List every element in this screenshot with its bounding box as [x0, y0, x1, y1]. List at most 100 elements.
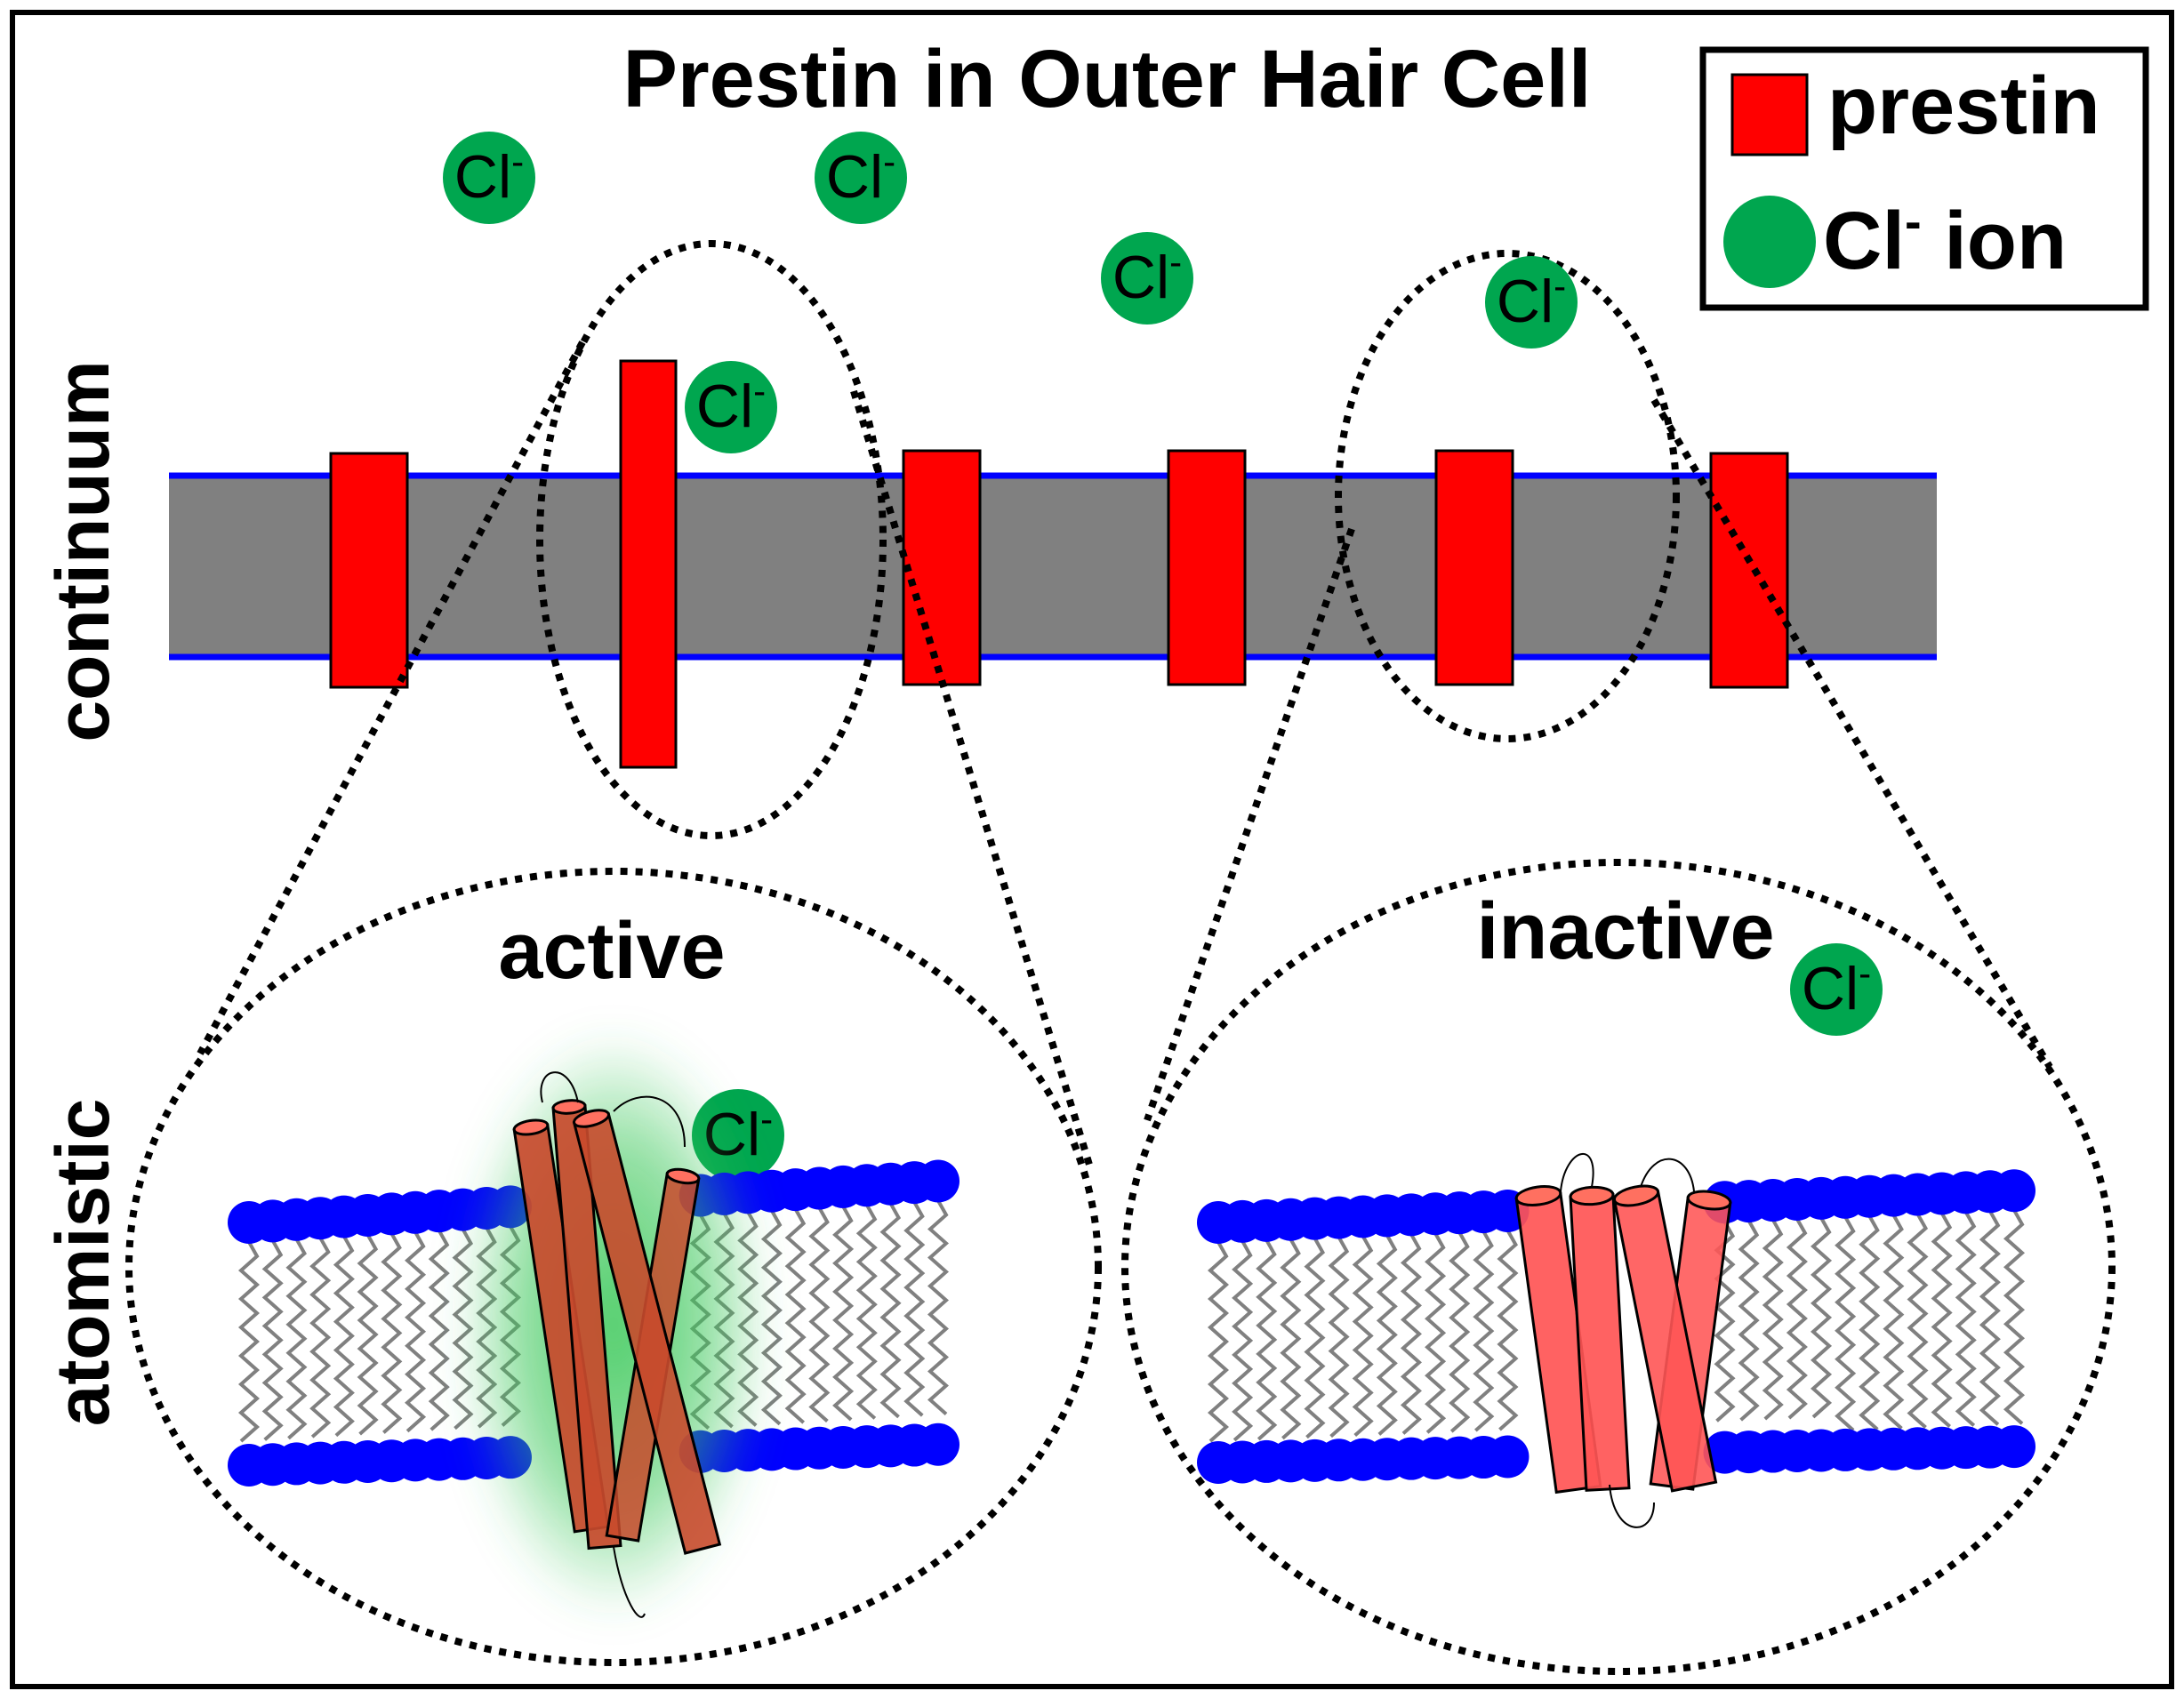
- svg-text:Cl-: Cl-: [826, 140, 895, 211]
- lipid-tail: [1304, 1237, 1326, 1439]
- lipid-tail: [381, 1232, 403, 1434]
- active-state-label: active: [498, 907, 725, 996]
- lipid-tail: [832, 1205, 855, 1422]
- zoom-outlines: [125, 240, 2116, 1675]
- legend-prestin-label: prestin: [1827, 60, 2100, 151]
- protein-loop: [613, 1095, 686, 1148]
- chloride-ion: Cl-: [1790, 943, 1883, 1036]
- svg-text:Cl-: Cl-: [454, 140, 524, 211]
- prestin-protein-inactive: [1514, 1152, 1732, 1528]
- chloride-ion: Cl-: [443, 132, 535, 224]
- helix-cap: [573, 1109, 610, 1128]
- prestin-blocks: [329, 359, 1789, 769]
- continuum-membrane: [169, 472, 1937, 661]
- prestin-block: [1167, 449, 1247, 686]
- helix-cap: [1569, 1185, 1615, 1206]
- lipid-tail: [808, 1206, 831, 1423]
- lipid-tail: [1979, 1210, 2001, 1426]
- helix-cap: [1514, 1185, 1562, 1206]
- legend-prestin-swatch: [1730, 73, 1809, 156]
- svg-text:Cl-: Cl-: [1802, 952, 1871, 1022]
- prestin-block: [329, 452, 409, 689]
- prestin-block: [1709, 452, 1789, 689]
- continuum-label: continuum: [41, 360, 124, 741]
- chloride-ion: Cl-: [685, 361, 777, 453]
- lipid-tail: [927, 1199, 950, 1415]
- lipid-head: [1993, 1169, 2035, 1213]
- figure-title: Prestin in Outer Hair Cell: [623, 34, 1592, 124]
- lipid-tail: [1497, 1229, 1519, 1431]
- lipid-tail: [1207, 1241, 1230, 1443]
- zoom-ellipse-inactive-source: [1335, 250, 1680, 742]
- lipid-tail: [1328, 1236, 1350, 1439]
- lipid-tail: [405, 1230, 427, 1433]
- svg-text:Cl-: Cl-: [1112, 241, 1182, 311]
- zoom-circle-active: [125, 868, 1102, 1666]
- lipid-tail: [1232, 1239, 1254, 1442]
- legend-ion-label: Cl- ion: [1823, 193, 2067, 286]
- lipid-tail: [237, 1241, 261, 1443]
- lipid-tail: [760, 1209, 783, 1426]
- inactive-state-label: inactive: [1476, 887, 1774, 976]
- zoom-ellipse-active-source: [536, 240, 887, 839]
- lipid-tail: [784, 1208, 807, 1424]
- lipid-tail: [1931, 1212, 1953, 1428]
- lipid-tail: [1449, 1231, 1471, 1433]
- lipid-tail: [1811, 1216, 1833, 1419]
- lipid-bilayer-inactive: [1197, 1169, 2035, 1484]
- lipid-tail: [1280, 1238, 1302, 1440]
- lipid-head: [1486, 1435, 1530, 1479]
- chloride-ion: Cl-: [1485, 256, 1578, 349]
- helix-cap: [665, 1167, 701, 1185]
- lipid-tail: [1955, 1211, 1977, 1427]
- lipid-tail: [285, 1238, 308, 1440]
- protein-loop: [540, 1071, 579, 1103]
- svg-text:Cl-: Cl-: [696, 370, 766, 440]
- lipid-tail: [1376, 1234, 1398, 1436]
- prestin-protein-active: [458, 1031, 769, 1618]
- helix-bundle-inactive: [1514, 1184, 1732, 1495]
- lipid-tail: [1400, 1233, 1422, 1435]
- lipid-tail: [879, 1202, 902, 1419]
- zoom-circle-inactive: [1121, 859, 2116, 1675]
- lipid-tail: [1907, 1213, 1929, 1430]
- lipid-tail: [309, 1237, 332, 1439]
- protein-loop: [1609, 1484, 1655, 1528]
- helix-cap: [1686, 1190, 1732, 1211]
- lipid-tail: [261, 1239, 284, 1441]
- lipid-head: [917, 1159, 960, 1203]
- lipid-tail: [1835, 1215, 1857, 1432]
- lipid-tail: [1738, 1220, 1760, 1422]
- lipid-tail: [855, 1204, 878, 1420]
- prestin-block: [1434, 449, 1514, 686]
- lipid-tail: [1859, 1214, 1881, 1431]
- atomistic-label: atomistic: [41, 1099, 124, 1427]
- lipid-tail: [1883, 1214, 1905, 1431]
- chloride-ion: Cl-: [1101, 232, 1193, 325]
- protein-loop: [613, 1546, 646, 1618]
- lipid-head: [1993, 1425, 2035, 1469]
- prestin-block: [902, 449, 982, 686]
- helix-cap: [512, 1118, 550, 1136]
- helix-cap: [551, 1099, 587, 1115]
- lipid-tail: [1256, 1238, 1278, 1441]
- lipid-tail: [1352, 1235, 1374, 1437]
- lipid-head: [917, 1423, 960, 1466]
- lipid-tail: [1473, 1230, 1495, 1432]
- membrane-band: [169, 476, 1937, 657]
- lipid-tail: [333, 1235, 355, 1438]
- protein-loop: [1560, 1152, 1594, 1192]
- lipid-tail: [428, 1230, 450, 1431]
- lipid-tail: [1786, 1217, 1808, 1420]
- legend-ion-swatch: [1723, 196, 1816, 288]
- lipid-tail: [1762, 1219, 1784, 1421]
- lipid-tail: [2003, 1209, 2026, 1425]
- legend: prestin Cl- ion: [1699, 46, 2149, 311]
- protein-loop: [1640, 1158, 1695, 1192]
- svg-text:Cl-: Cl-: [1497, 265, 1566, 335]
- chloride-ion: Cl-: [815, 132, 907, 224]
- lipid-tail: [1425, 1232, 1447, 1434]
- lipid-tail: [903, 1201, 926, 1417]
- helix-cap: [1612, 1184, 1660, 1207]
